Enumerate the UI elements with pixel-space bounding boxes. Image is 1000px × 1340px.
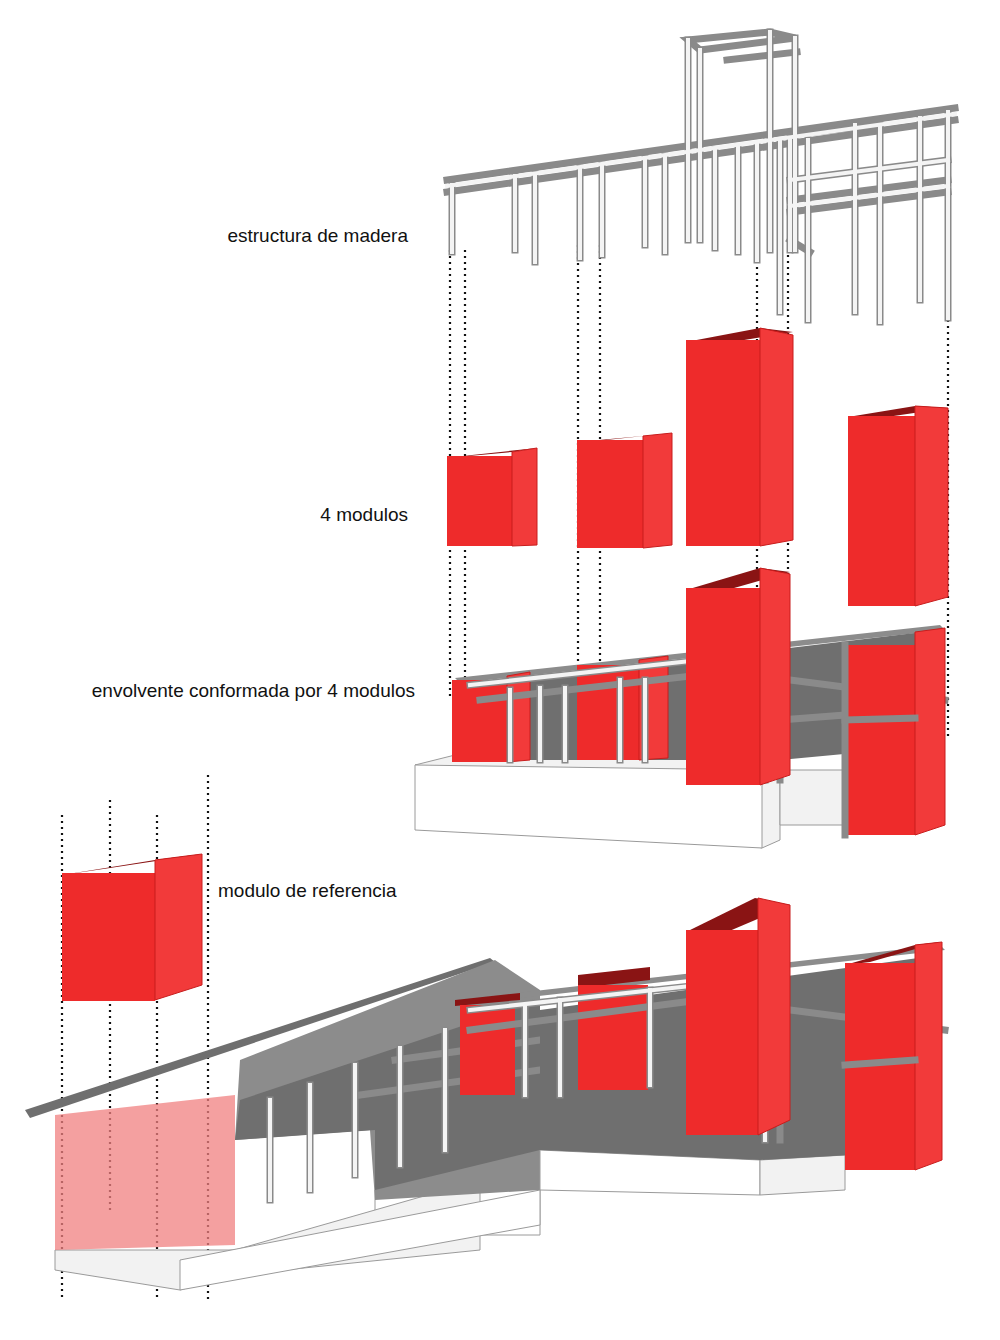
red-modules [447, 328, 948, 606]
complete-building [25, 898, 945, 1290]
part-label: estructura de madera [227, 225, 408, 247]
wood-structure [447, 32, 955, 322]
assembled-envelope [415, 568, 945, 848]
part-label: 4 modulos [320, 504, 408, 526]
part-label: modulo de referencia [218, 880, 397, 902]
part-label: envolvente conformada por 4 modulos [92, 680, 415, 702]
reference-module [62, 854, 202, 1001]
